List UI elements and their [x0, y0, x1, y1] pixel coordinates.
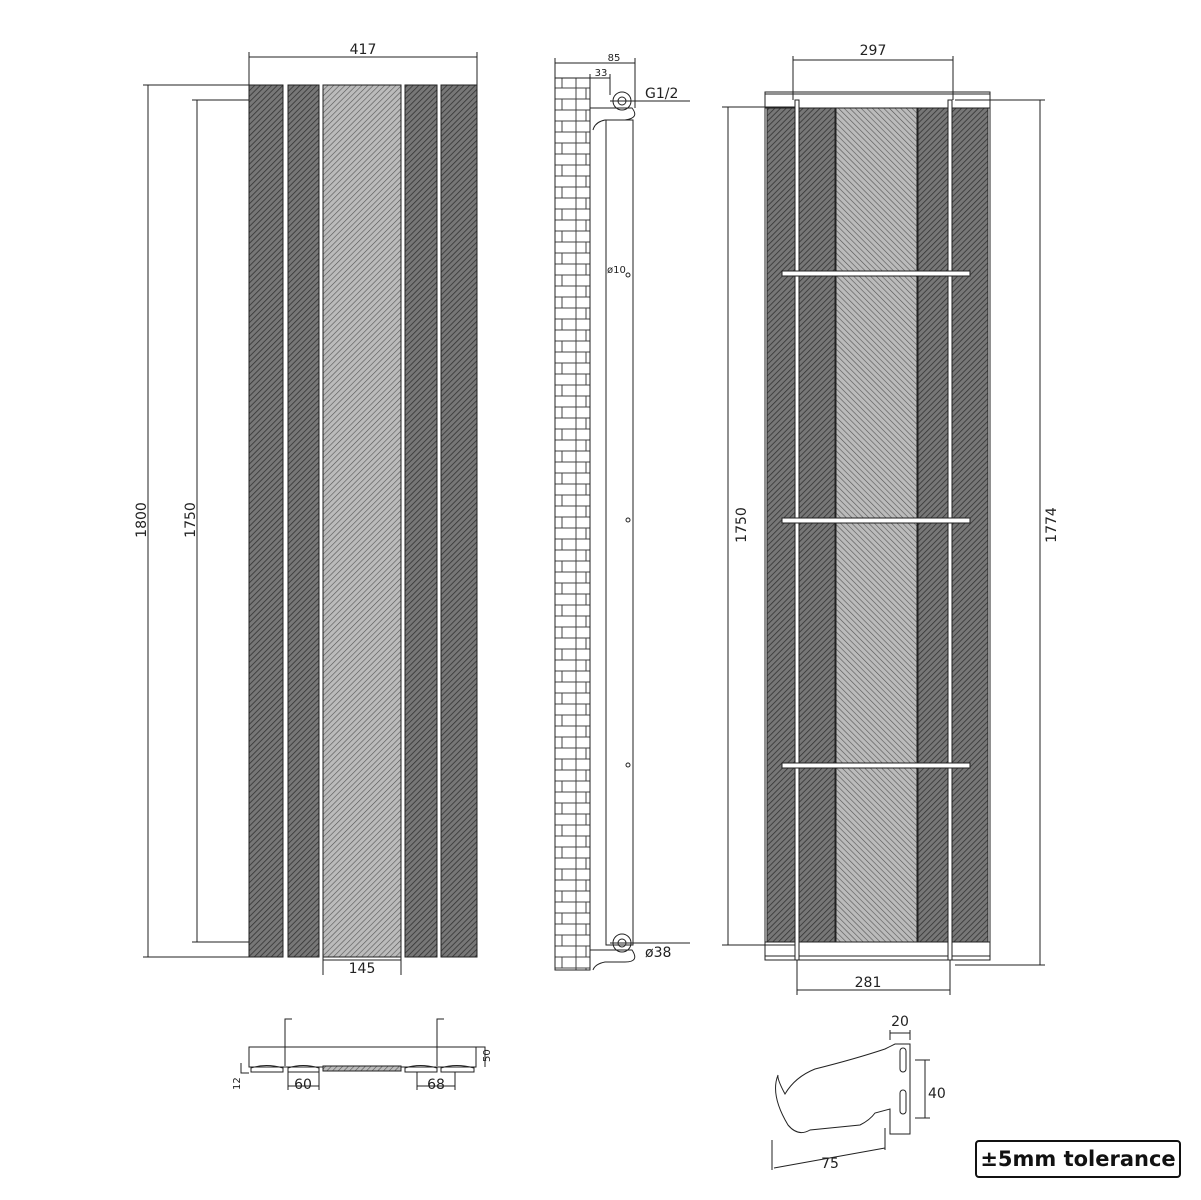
rod-diameter-label: ø10 — [607, 265, 626, 276]
panel-4 — [404, 84, 438, 958]
left-rail — [794, 99, 800, 961]
offset-dimension: 33 — [595, 68, 608, 79]
plan-offset-label: 12 — [232, 1077, 243, 1090]
radiator-section — [554, 77, 591, 971]
left-height-dimension: 1750 — [734, 507, 750, 543]
cross-bar-1 — [781, 270, 971, 277]
right-height-dimension: 1774 — [1044, 507, 1060, 543]
connection-label: G1/2 — [645, 86, 678, 102]
bracket-length-label: 75 — [821, 1156, 839, 1172]
pipe-diameter-label: ø38 — [645, 945, 671, 961]
rear-view: 297 281 1750 1774 — [722, 43, 1060, 995]
width-dimension: 417 — [350, 42, 377, 58]
bracket-top-label: 20 — [891, 1014, 909, 1030]
plan-height-label: 50 — [482, 1049, 493, 1062]
right-rail — [947, 99, 953, 961]
height-dimension: 1800 — [134, 502, 150, 538]
plan-view: 50 12 60 68 — [232, 1018, 493, 1093]
center-panel-dimension: 145 — [349, 961, 376, 977]
plan-left-label: 60 — [294, 1077, 312, 1093]
plan-right-label: 68 — [427, 1077, 445, 1093]
tolerance-badge: ±5mm tolerance — [975, 1140, 1181, 1178]
bracket-slot-label: 40 — [928, 1086, 946, 1102]
cross-bar-2 — [781, 517, 971, 524]
panel-5 — [440, 84, 478, 958]
bottom-width-dimension: 281 — [855, 975, 882, 991]
depth-dimension: 85 — [608, 53, 621, 64]
wall-rod — [605, 119, 634, 946]
panel-center — [322, 84, 402, 958]
front-view: 417 1800 1750 145 — [134, 42, 478, 977]
panel-1 — [248, 84, 284, 958]
top-width-dimension: 297 — [860, 43, 887, 59]
inner-height-dimension: 1750 — [183, 502, 199, 538]
panel-2 — [287, 84, 320, 958]
bracket-detail: 20 40 75 — [771, 1014, 946, 1172]
side-view: 85 33 G1/2 ø10 ø38 — [554, 53, 690, 971]
cross-bar-3 — [781, 762, 971, 769]
